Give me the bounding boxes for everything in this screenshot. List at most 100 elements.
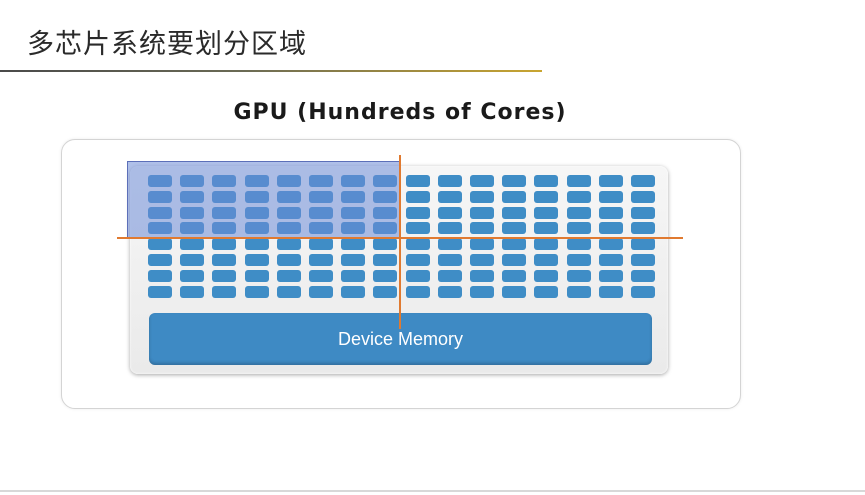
core-cell (276, 238, 301, 251)
core-cell (309, 238, 333, 251)
core-cell (405, 190, 430, 203)
core-cell (470, 285, 494, 298)
core-cell (534, 269, 559, 282)
core-cell (212, 269, 237, 282)
core-cell (244, 238, 269, 251)
core-cell (598, 190, 623, 203)
core-cell (405, 254, 430, 266)
core-cell (309, 269, 333, 282)
core-cell (566, 190, 591, 203)
core-cell (470, 206, 494, 219)
partition-highlight-region (127, 161, 400, 238)
core-cell (631, 238, 655, 251)
core-cell (566, 238, 591, 251)
core-cell (598, 175, 623, 187)
core-cell (212, 285, 237, 298)
core-cell (180, 285, 205, 298)
core-cell (470, 254, 494, 266)
core-cell (534, 285, 559, 298)
core-cell (598, 254, 623, 266)
core-cell (276, 285, 301, 298)
core-cell (566, 254, 591, 266)
core-cell (631, 190, 655, 203)
core-cell (470, 222, 494, 235)
core-cell (631, 269, 655, 282)
core-cell (534, 254, 559, 266)
core-cell (534, 222, 559, 235)
core-cell (405, 285, 430, 298)
core-cell (244, 285, 269, 298)
core-cell (373, 254, 398, 266)
core-cell (212, 238, 237, 251)
core-cell (180, 238, 205, 251)
core-cell (276, 269, 301, 282)
core-cell (631, 222, 655, 235)
core-cell (180, 269, 205, 282)
device-memory-block: Device Memory (149, 313, 652, 365)
core-cell (148, 269, 172, 282)
core-cell (470, 269, 494, 282)
core-cell (631, 206, 655, 219)
core-cell (437, 190, 462, 203)
core-cell (437, 269, 462, 282)
device-memory-label: Device Memory (337, 328, 464, 349)
core-cell (341, 254, 366, 266)
core-cell (566, 269, 591, 282)
core-cell (437, 238, 462, 251)
core-cell (437, 254, 462, 266)
core-cell (148, 285, 172, 298)
core-cell (341, 238, 366, 251)
core-cell (598, 238, 623, 251)
core-cell (373, 269, 398, 282)
core-cell (437, 222, 462, 235)
core-cell (534, 206, 559, 219)
core-cell (405, 222, 430, 235)
core-cell (502, 269, 527, 282)
core-cell (405, 175, 430, 187)
core-cell (276, 254, 301, 266)
core-cell (534, 175, 559, 187)
core-cell (470, 175, 494, 187)
core-cell (437, 206, 462, 219)
core-cell (566, 285, 591, 298)
core-cell (631, 175, 655, 187)
title-underline (0, 70, 542, 72)
core-cell (470, 190, 494, 203)
core-cell (502, 190, 527, 203)
core-cell (341, 269, 366, 282)
core-cell (566, 222, 591, 235)
core-cell (405, 206, 430, 219)
core-cell (502, 254, 527, 266)
vertical-partition-line (399, 155, 401, 329)
core-cell (148, 238, 172, 251)
core-cell (148, 254, 172, 266)
core-cell (598, 285, 623, 298)
slide-title: 多芯片系统要划分区域 (27, 29, 307, 60)
core-cell (631, 285, 655, 298)
core-cell (309, 254, 333, 266)
core-cell (502, 175, 527, 187)
core-cell (405, 238, 430, 251)
core-cell (244, 269, 269, 282)
core-cell (502, 222, 527, 235)
core-cell (437, 175, 462, 187)
core-cell (534, 238, 559, 251)
bottom-divider (0, 490, 865, 492)
core-cell (405, 269, 430, 282)
gpu-diagram-title: GPU (Hundreds of Cores) (233, 100, 567, 125)
core-cell (373, 238, 398, 251)
core-cell (598, 222, 623, 235)
core-cell (244, 254, 269, 266)
core-cell (534, 190, 559, 203)
core-cell (631, 254, 655, 266)
core-cell (598, 269, 623, 282)
core-cell (502, 285, 527, 298)
core-cell (341, 285, 366, 298)
core-cell (502, 238, 527, 251)
core-cell (212, 254, 237, 266)
core-cell (566, 175, 591, 187)
core-cell (373, 285, 398, 298)
core-cell (180, 254, 205, 266)
core-cell (566, 206, 591, 219)
core-cell (502, 206, 527, 219)
